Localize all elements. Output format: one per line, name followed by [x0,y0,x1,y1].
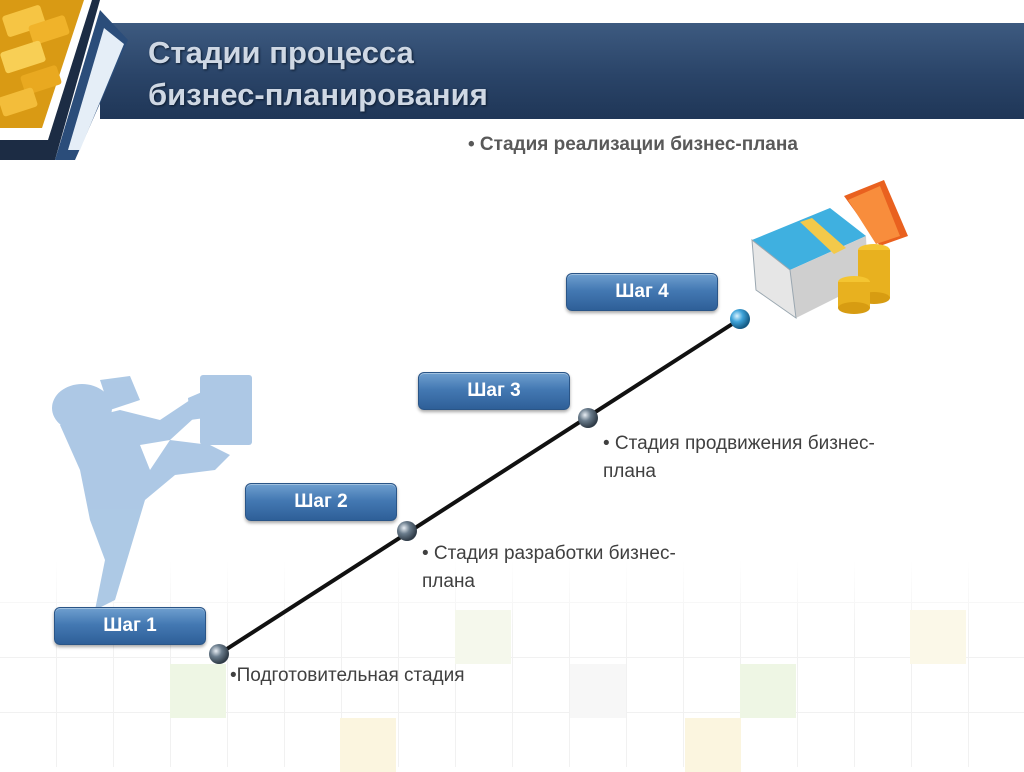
grid-tile [685,718,741,772]
grid-tile [910,610,966,664]
gold-bars-icon [0,0,128,160]
stage-implementation-label: • Стадия реализации бизнес-плана [468,134,798,155]
header-bar [100,23,1024,119]
grid-tile [340,718,396,772]
step-4-button[interactable]: Шаг 4 [566,273,718,311]
money-and-coins-icon [751,180,908,320]
stage-promotion-line-1: • Стадия продвижения бизнес- [603,433,875,454]
step-2-node [397,521,417,541]
page-title: Стадии процесса бизнес-планирования [148,32,748,116]
background-grid [0,560,1024,772]
page-title-line-1: Стадии процесса [148,35,414,70]
step-1-node [209,644,229,664]
stage-promotion-line-2: плана [603,461,657,482]
stage-development-line-2: плана [422,571,476,592]
step-3-button[interactable]: Шаг 3 [418,372,570,410]
page-title-line-2: бизнес-планирования [148,77,488,112]
stage-preparatory-label: •Подготовительная стадия [230,665,465,686]
step-2-button[interactable]: Шаг 2 [245,483,397,521]
step-4-node [730,309,750,329]
grid-tile [170,664,226,718]
climbing-person-silhouette-icon [52,375,252,610]
stage-development-label: • Стадия разработки бизнес- плана [422,540,676,596]
grid-tile [570,664,626,718]
grid-tile [740,664,796,718]
grid-tile [455,610,511,664]
stage-development-line-1: • Стадия разработки бизнес- [422,543,676,564]
step-1-button[interactable]: Шаг 1 [54,607,206,645]
step-3-node [578,408,598,428]
stage-promotion-label: • Стадия продвижения бизнес- плана [603,430,875,486]
progress-line [217,317,742,656]
